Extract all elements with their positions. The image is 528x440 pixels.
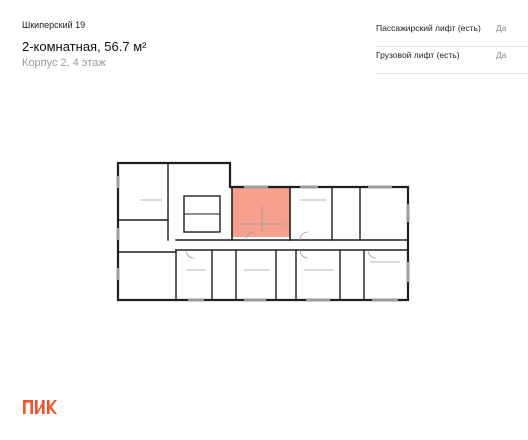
door-swing [185,249,195,259]
spec-row-freight-lift: Грузовой лифт (есть) Да [376,47,528,74]
door-swing [299,249,309,259]
pik-logo [23,400,57,414]
spec-value: Да [496,23,507,33]
spec-value: Да [496,50,507,60]
door-swing [367,249,377,259]
door-swing [245,231,255,241]
spec-label: Пассажирский лифт (есть) [376,23,481,33]
spec-label: Грузовой лифт (есть) [376,50,460,60]
outer-wall [116,161,410,302]
spec-row-passenger-lift: Пассажирский лифт (есть) Да [376,20,528,47]
apartment-title: 2-комнатная, 56.7 м² [22,39,147,54]
specs-list: Пассажирский лифт (есть) Да Грузовой лиф… [376,20,528,74]
apartment-subtitle: Корпус 2, 4 этаж [22,57,106,69]
highlighted-apartment[interactable] [232,187,290,237]
complex-name: Шкиперский 19 [22,20,86,30]
door-swing [299,231,309,241]
